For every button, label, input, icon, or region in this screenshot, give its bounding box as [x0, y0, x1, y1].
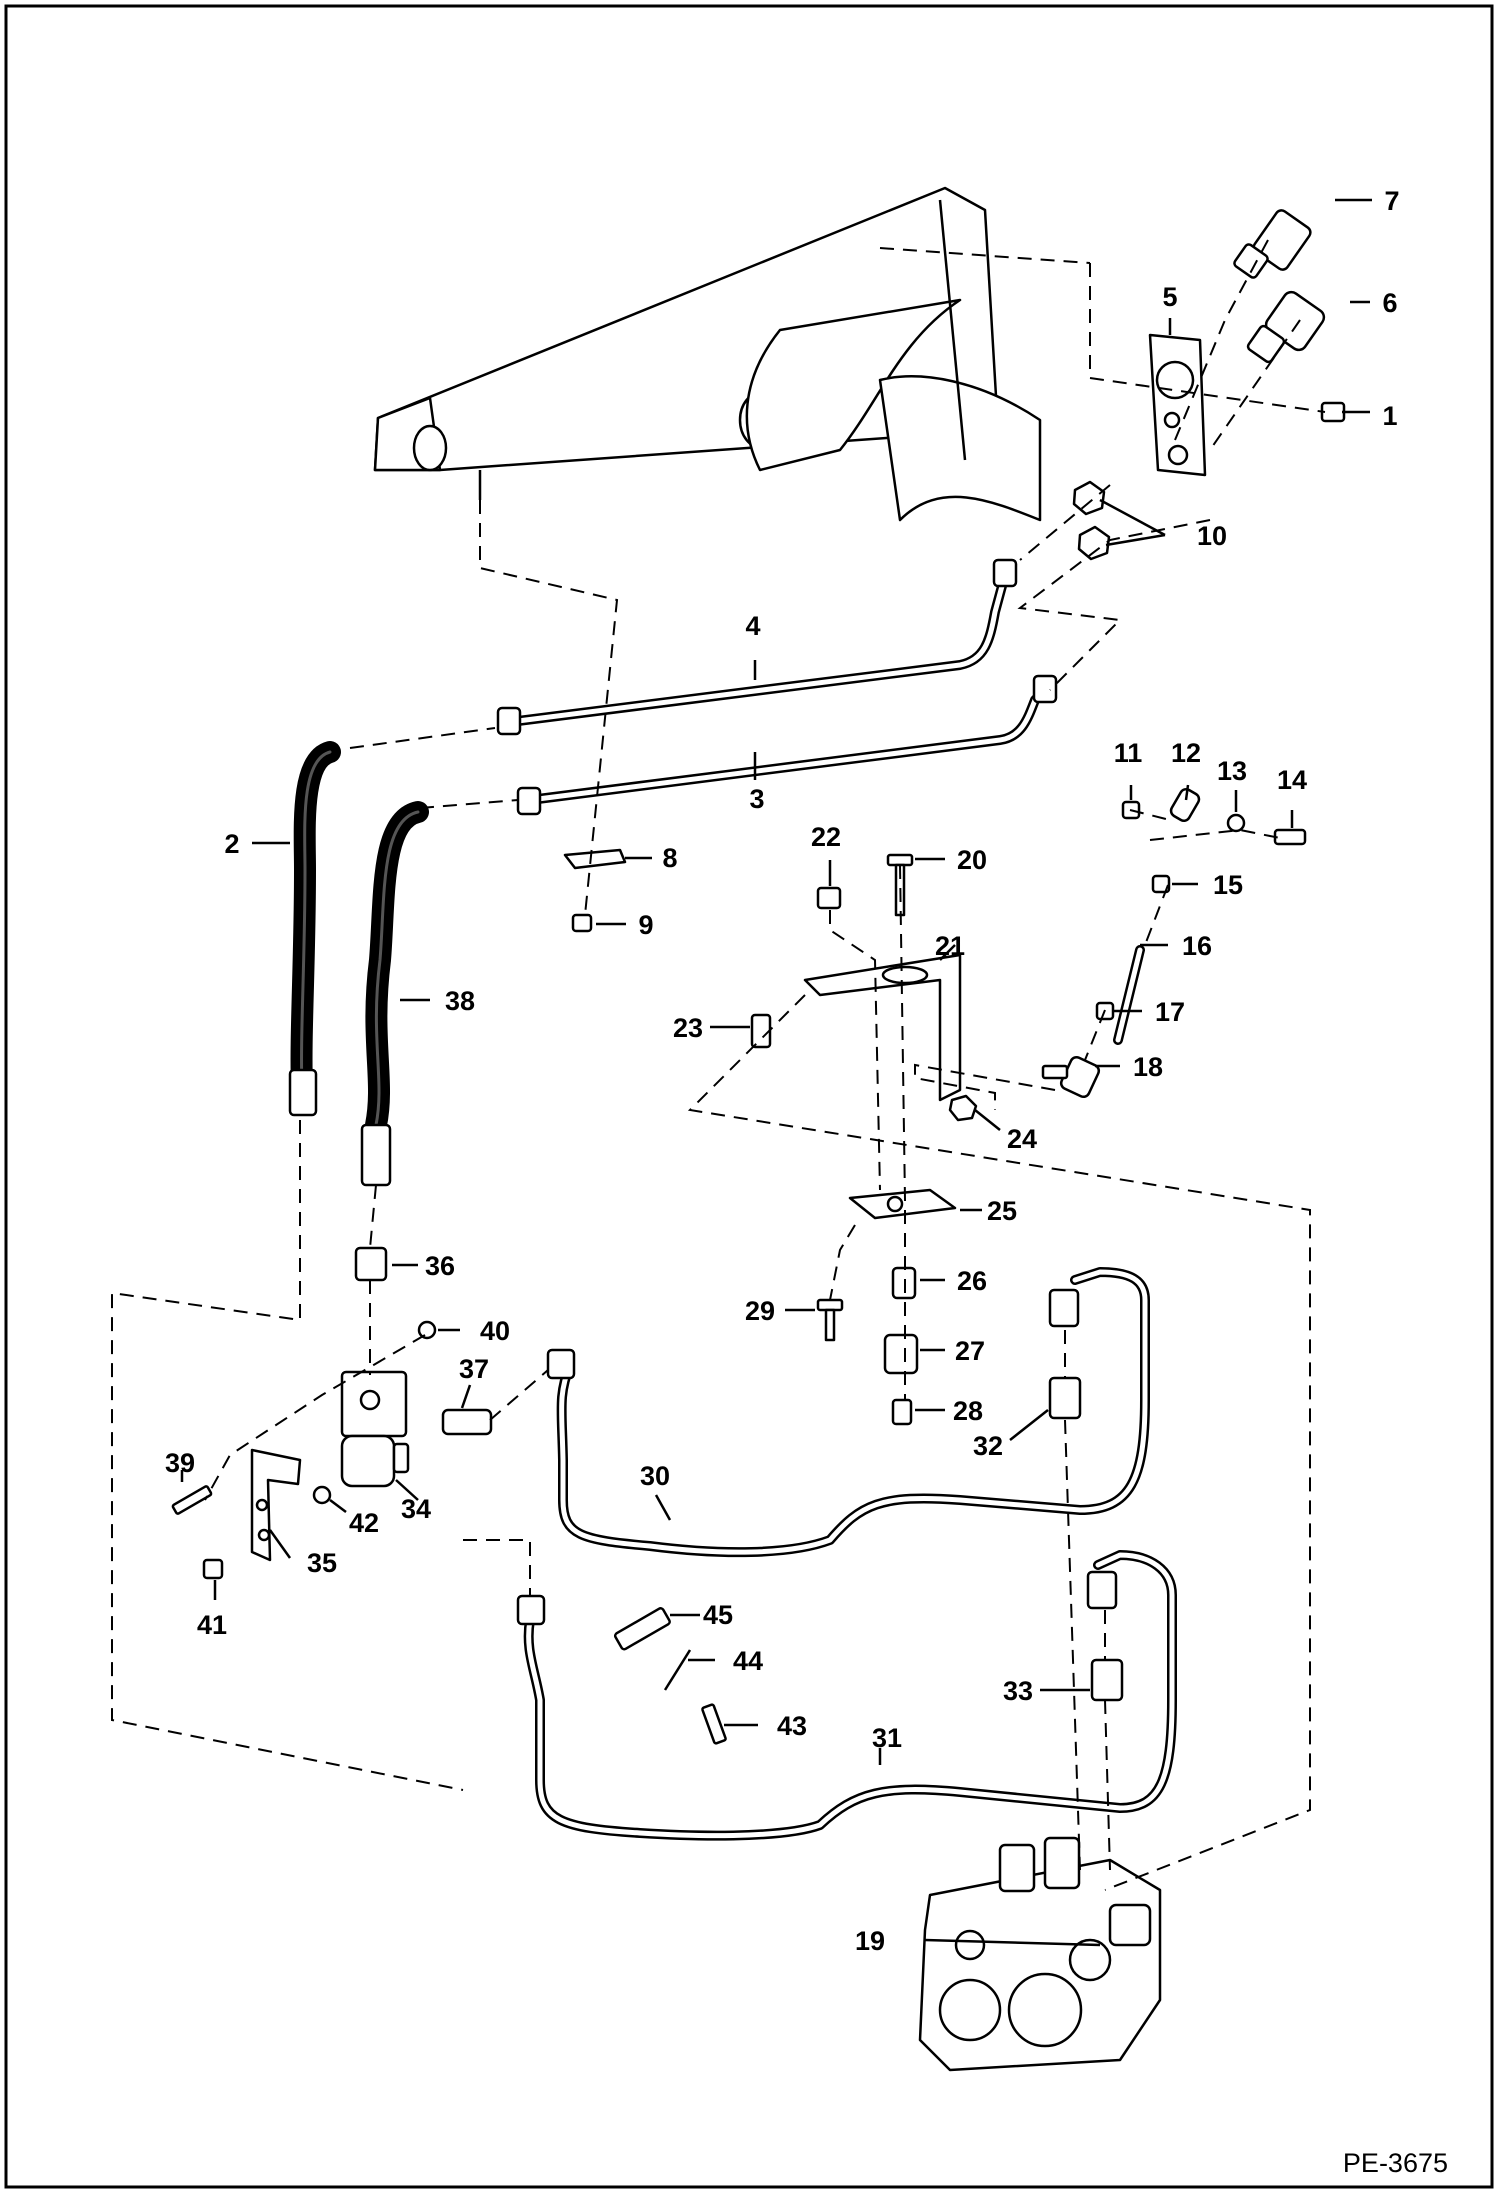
assembly-dashed-lines: [111, 239, 1326, 1891]
solenoid-valve-icon: [340, 1370, 410, 1488]
callout-27: 27: [955, 1336, 985, 1366]
callout-29: 29: [745, 1296, 775, 1326]
leader-lines: [180, 198, 1372, 1947]
valve-bracket-icon: [250, 1448, 302, 1562]
callout-23: 23: [673, 1013, 703, 1043]
callout-10: 10: [1197, 521, 1227, 551]
callout-8: 8: [662, 843, 677, 873]
callout-25: 25: [987, 1196, 1017, 1226]
callout-13: 13: [1217, 756, 1247, 786]
callout-18: 18: [1133, 1052, 1163, 1082]
callout-12: 12: [1171, 738, 1201, 768]
callout-6: 6: [1382, 288, 1397, 318]
callout-labels: 1 2 3 4 5 6 7 8 9 10 11 12 13 14 15 16 1…: [165, 186, 1448, 2178]
callout-21: 21: [935, 931, 965, 961]
callout-24: 24: [1007, 1124, 1037, 1154]
callout-11: 11: [1114, 738, 1143, 768]
callout-26: 26: [957, 1266, 987, 1296]
quick-coupler-icon: [1233, 209, 1326, 364]
callout-45: 45: [703, 1600, 733, 1630]
steel-tube-icon: [496, 558, 1177, 1841]
hardware-icon: [171, 401, 1346, 1745]
callout-17: 17: [1155, 997, 1185, 1027]
control-valve-icon: [918, 1836, 1162, 2072]
callout-28: 28: [953, 1396, 983, 1426]
callout-16: 16: [1182, 931, 1212, 961]
callout-36: 36: [425, 1251, 455, 1281]
callout-39: 39: [165, 1448, 195, 1478]
callout-15: 15: [1213, 870, 1243, 900]
callout-37: 37: [459, 1354, 489, 1384]
callout-35: 35: [307, 1548, 337, 1578]
callout-38: 38: [445, 986, 475, 1016]
callout-2: 2: [224, 829, 239, 859]
callout-32: 32: [973, 1431, 1003, 1461]
lift-arm-icon: [373, 186, 1042, 522]
callout-31: 31: [872, 1723, 902, 1753]
callout-42: 42: [349, 1508, 379, 1538]
diagram-border: [4, 4, 1494, 2189]
callout-5: 5: [1162, 282, 1177, 312]
callout-4: 4: [745, 611, 760, 641]
callout-19: 19: [855, 1926, 885, 1956]
callout-34: 34: [401, 1494, 431, 1524]
callout-33: 33: [1003, 1676, 1033, 1706]
callout-9: 9: [638, 910, 653, 940]
hydraulic-hose-icon: [288, 741, 429, 1187]
callout-41: 41: [197, 1610, 227, 1640]
callout-22: 22: [811, 822, 841, 852]
callout-14: 14: [1277, 765, 1307, 795]
callout-40: 40: [480, 1316, 510, 1346]
mounting-plate-icon: [1148, 333, 1207, 477]
callout-44: 44: [733, 1646, 763, 1676]
callout-20: 20: [957, 845, 987, 875]
callout-43: 43: [777, 1711, 807, 1741]
callout-7: 7: [1384, 186, 1399, 216]
callout-1: 1: [1382, 401, 1397, 431]
figure-id: PE-3675: [1343, 2148, 1448, 2178]
callout-30: 30: [640, 1461, 670, 1491]
callout-3: 3: [749, 784, 764, 814]
